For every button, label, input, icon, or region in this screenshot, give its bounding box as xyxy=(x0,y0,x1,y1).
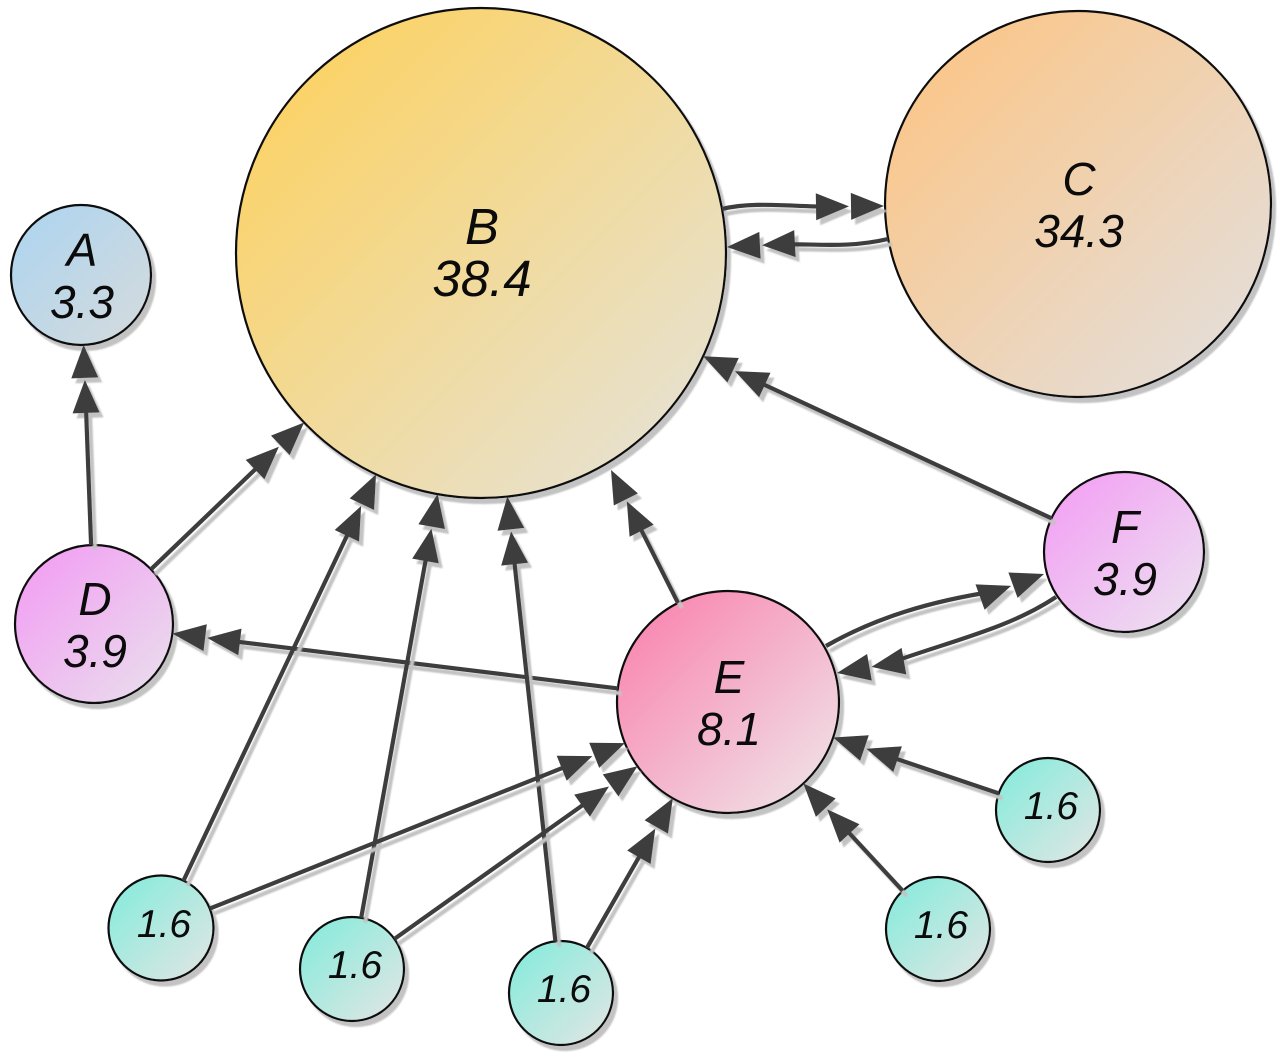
svg-text:34.3: 34.3 xyxy=(1034,205,1124,257)
svg-text:1.6: 1.6 xyxy=(1024,785,1079,828)
svg-text:3.3: 3.3 xyxy=(50,276,114,328)
svg-text:F: F xyxy=(1111,501,1142,553)
svg-text:E: E xyxy=(714,651,746,703)
svg-text:1.6: 1.6 xyxy=(137,903,192,946)
svg-text:3.9: 3.9 xyxy=(1093,553,1157,605)
svg-text:A: A xyxy=(64,224,98,276)
svg-text:D: D xyxy=(78,573,111,625)
svg-text:B: B xyxy=(465,198,499,255)
svg-text:C: C xyxy=(1062,153,1096,205)
svg-text:1.6: 1.6 xyxy=(328,944,383,987)
svg-text:38.4: 38.4 xyxy=(432,250,531,307)
svg-text:8.1: 8.1 xyxy=(697,703,761,755)
svg-text:1.6: 1.6 xyxy=(914,904,969,947)
svg-text:1.6: 1.6 xyxy=(537,968,592,1011)
svg-text:3.9: 3.9 xyxy=(63,625,127,677)
